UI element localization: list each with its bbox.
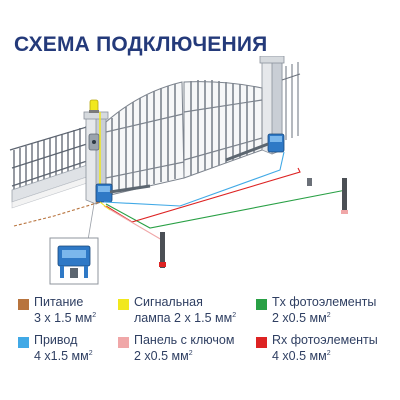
legend-label: Rx фотоэлементы	[272, 333, 378, 347]
legend-swatch	[256, 299, 267, 310]
legend-label: Панель с ключом	[134, 333, 235, 347]
legend-swatch	[18, 299, 29, 310]
legend-swatch	[118, 299, 129, 310]
gate-diagram	[9, 56, 348, 285]
legend-spec: 4 x1.5 мм	[34, 349, 89, 363]
photocell-icon	[159, 178, 348, 268]
control-unit-inset	[49, 203, 99, 285]
legend-spec: 3 x 1.5 мм	[34, 311, 93, 325]
cable-runs	[13, 151, 347, 263]
legend-spec: 2 x0.5 мм	[272, 311, 327, 325]
legend-spec: лампа 2 x 1.5 мм	[134, 311, 233, 325]
legend-label: Питание	[34, 295, 84, 309]
key-panel-icon	[88, 133, 100, 151]
page-title: СХЕМА ПОДКЛЮЧЕНИЯ	[14, 33, 268, 56]
legend-label: Привод	[34, 333, 78, 347]
legend-spec: 4 x0.5 мм	[272, 349, 327, 363]
legend-swatch	[256, 337, 267, 348]
legend-label: Сигнальная	[134, 295, 203, 309]
legend-spec: 2 x0.5 мм	[134, 349, 189, 363]
flashing-lamp-icon	[89, 99, 99, 113]
gate-icon	[105, 80, 263, 197]
legend-swatch	[18, 337, 29, 348]
legend-label: Tx фотоэлементы	[272, 295, 377, 309]
legend-swatch	[118, 337, 129, 348]
right-pillar	[259, 56, 285, 155]
motor-icon	[225, 133, 285, 162]
motor-icon	[95, 183, 151, 203]
